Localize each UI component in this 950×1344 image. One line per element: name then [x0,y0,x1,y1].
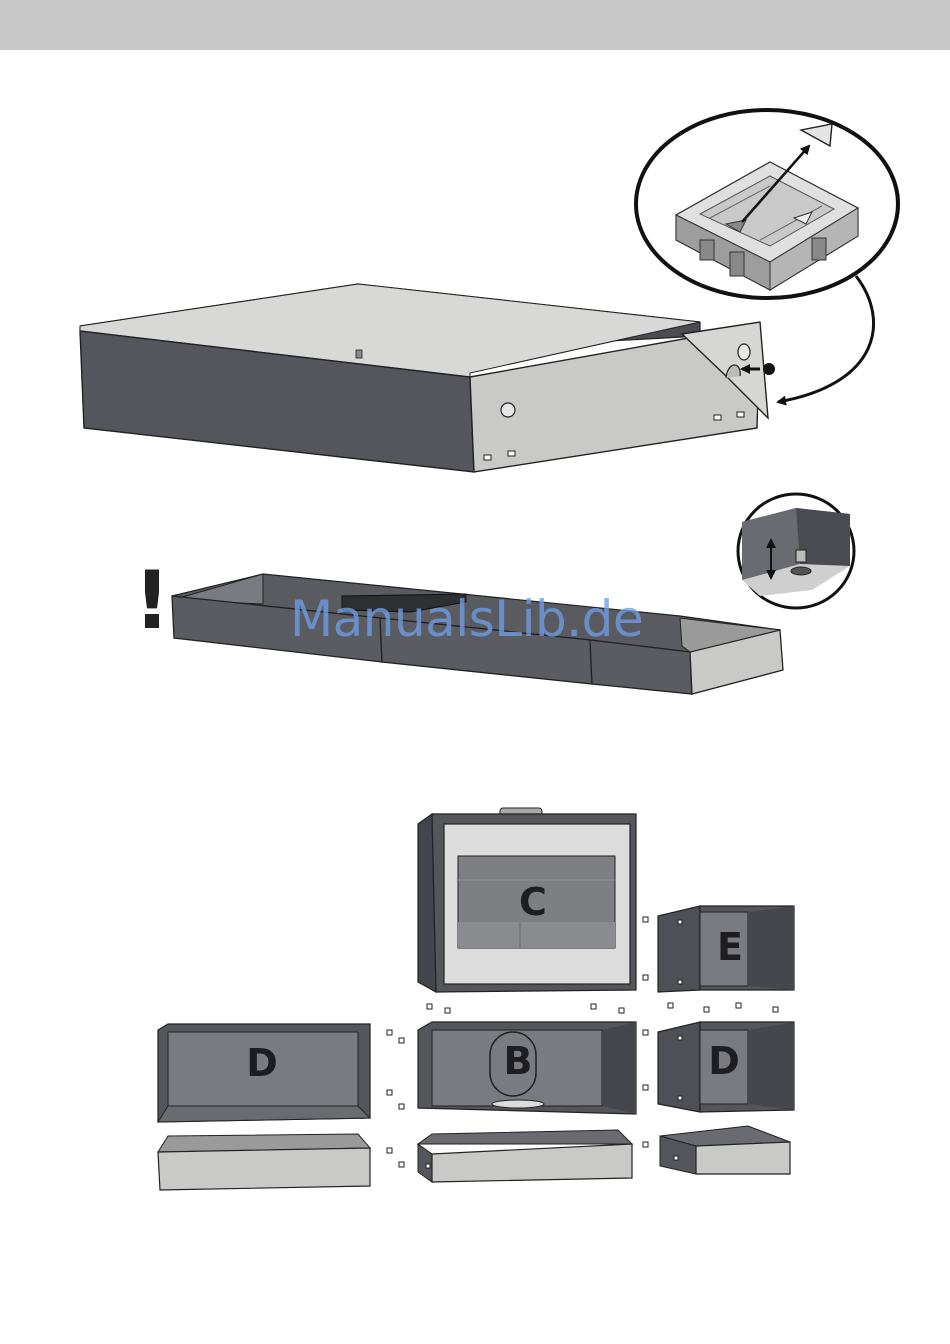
base-frame-illustration [80,284,775,472]
module-b: B [418,1022,636,1114]
warning-icon: ! [134,554,170,647]
module-d-left: D [158,1024,370,1122]
module-d-right-label: D [708,1039,740,1083]
svg-text:!: ! [134,554,170,647]
module-b-label: B [504,1039,533,1083]
watermark-text: ManualsLib.de [290,590,643,648]
module-c: C [418,808,636,992]
bottom-plinth-boxes [158,1126,790,1190]
module-e-label: E [717,925,743,969]
corner-bracket-detail [636,110,898,298]
module-e: E [658,906,794,992]
module-d-left-label: D [246,1041,278,1085]
module-c-label: C [519,880,547,924]
leveling-foot-detail [738,494,854,608]
